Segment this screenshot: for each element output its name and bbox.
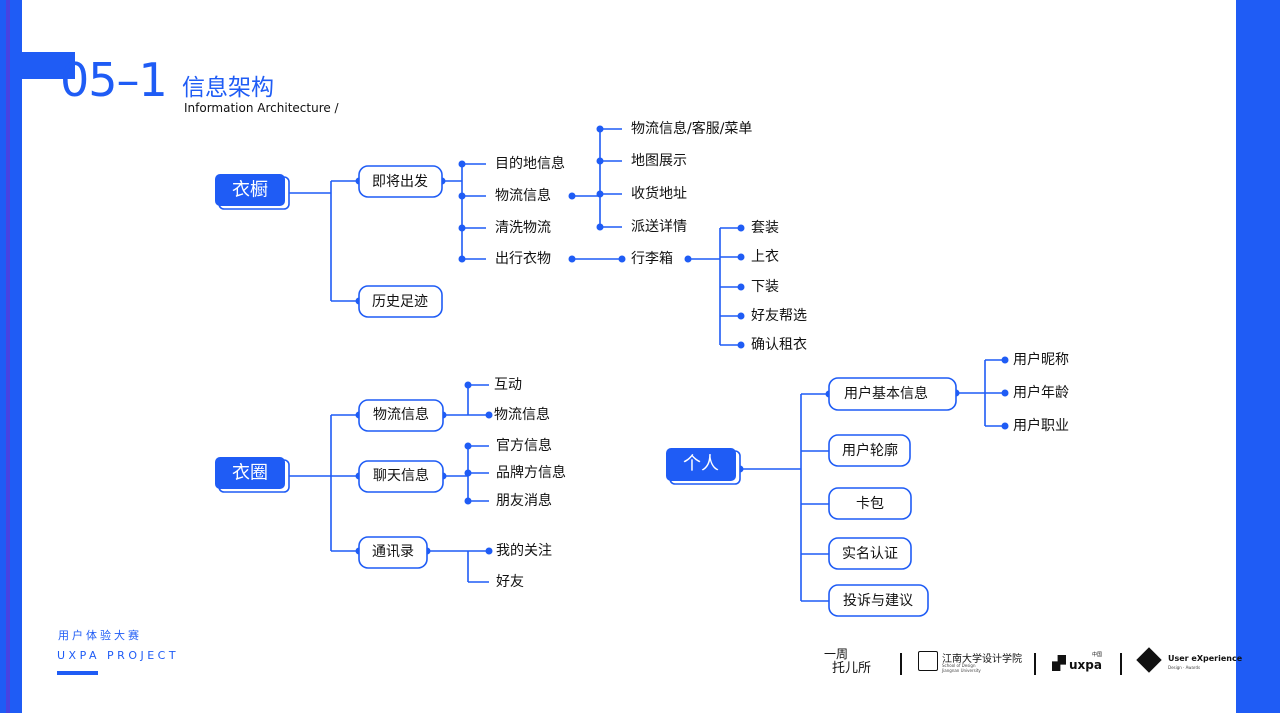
uxpa-logo-cn: 中国	[1092, 652, 1103, 658]
node-real-name[interactable]: 实名认证	[828, 537, 912, 570]
node-label: 物流信息	[373, 406, 429, 423]
leaf-logistics-service-menu[interactable]: 物流信息/客服/菜单	[631, 120, 752, 137]
leaf-destination-info[interactable]: 目的地信息	[495, 155, 565, 172]
ue-logo-sub: Design · Awards	[1168, 665, 1201, 670]
ue-diamond-icon	[1136, 647, 1162, 673]
jiangnan-logo-en1: School of Design	[942, 663, 976, 668]
root-node-circle[interactable]: 衣圈	[215, 457, 290, 493]
root-label: 衣橱	[232, 180, 268, 201]
leaf-user-occupation[interactable]: 用户职业	[1013, 417, 1069, 434]
footer-underline	[57, 671, 98, 675]
leaf-logistics-info[interactable]: 物流信息	[495, 187, 551, 204]
node-chat-info[interactable]: 聊天信息	[358, 460, 444, 493]
root-label: 衣圈	[232, 463, 268, 484]
logo-divider	[1034, 653, 1036, 675]
node-label: 用户轮廓	[842, 442, 898, 459]
leaf-brand-info[interactable]: 品牌方信息	[496, 464, 566, 481]
leaf-user-age[interactable]: 用户年龄	[1013, 384, 1069, 401]
node-circle-logistics[interactable]: 物流信息	[358, 399, 444, 432]
node-history[interactable]: 历史足迹	[358, 285, 443, 318]
logo-divider	[900, 653, 902, 675]
leaf-circle-logistics-info[interactable]: 物流信息	[494, 406, 550, 423]
jiangnan-emblem-icon	[918, 651, 938, 671]
leaf-labels: 目的地信息 物流信息 清洗物流 出行衣物 物流信息/客服/菜单 地图展示 收货地…	[494, 120, 1069, 590]
sponsor-logos: 一周 托儿所 江南大学设计学院 School of Design Jiangna…	[820, 645, 1243, 685]
node-user-basic-info[interactable]: 用户基本信息	[828, 377, 957, 411]
leaf-interaction[interactable]: 互动	[494, 377, 522, 393]
node-card-wallet[interactable]: 卡包	[828, 487, 912, 520]
yizhou-logo: 一周 托儿所	[824, 647, 882, 677]
header-accent-block	[22, 52, 75, 79]
leaf-tops[interactable]: 上衣	[751, 249, 779, 265]
yizhou-logo-bottom: 托儿所	[832, 661, 872, 676]
page-subtitle: Information Architecture /	[184, 101, 339, 115]
leaf-official-info[interactable]: 官方信息	[496, 437, 552, 454]
jiangnan-logo-en2: Jiangnan University	[942, 668, 981, 673]
leaf-bottoms[interactable]: 下装	[751, 279, 779, 295]
leaf-outfit-set[interactable]: 套装	[751, 220, 779, 236]
section-number: 05–1	[60, 53, 168, 107]
leaf-shipping-address[interactable]: 收货地址	[631, 185, 687, 202]
leaf-confirm-rental[interactable]: 确认租衣	[751, 337, 807, 353]
leaf-friends[interactable]: 好友	[496, 574, 524, 590]
jiangnan-logo-text: 江南大学设计学院	[942, 654, 1022, 665]
leaf-following[interactable]: 我的关注	[496, 543, 552, 559]
node-user-profile[interactable]: 用户轮廓	[828, 434, 911, 467]
ue-logo-title: User eXperience	[1168, 654, 1243, 663]
page-title: 信息架构	[182, 75, 274, 101]
leaf-travel-clothes[interactable]: 出行衣物	[495, 251, 551, 267]
right-edge-bar	[1236, 0, 1280, 713]
root-node-personal[interactable]: 个人	[666, 448, 741, 485]
footer-cn: 用户体验大赛	[58, 629, 142, 642]
edges	[288, 128, 1005, 602]
leaf-map-display[interactable]: 地图展示	[631, 153, 687, 169]
node-contacts[interactable]: 通讯录	[358, 536, 428, 569]
node-label: 卡包	[856, 496, 884, 512]
footer-en: UXPA PROJECT	[57, 649, 180, 662]
uxpa-mark-icon	[1052, 655, 1066, 671]
leaf-cleaning-logistics[interactable]: 清洗物流	[495, 220, 551, 236]
left-edge-bar	[0, 0, 22, 713]
root-node-wardrobe[interactable]: 衣橱	[215, 174, 290, 210]
node-upcoming-trip[interactable]: 即将出发	[358, 165, 443, 198]
leaf-friend-messages[interactable]: 朋友消息	[496, 492, 552, 509]
node-label: 用户基本信息	[844, 385, 928, 402]
node-label: 聊天信息	[373, 467, 429, 484]
uxpa-logo-text: uxpa	[1069, 658, 1102, 672]
leaf-user-nickname[interactable]: 用户昵称	[1013, 351, 1069, 368]
node-feedback[interactable]: 投诉与建议	[828, 584, 929, 617]
node-label: 实名认证	[842, 546, 898, 562]
leaf-delivery-details[interactable]: 派送详情	[631, 219, 687, 235]
root-label: 个人	[683, 454, 719, 475]
logo-divider	[1120, 653, 1122, 675]
node-label: 通讯录	[372, 544, 414, 560]
node-label: 即将出发	[372, 174, 428, 190]
yizhou-logo-top: 一周	[824, 647, 849, 661]
node-label: 历史足迹	[372, 294, 428, 310]
node-label: 投诉与建议	[843, 593, 913, 609]
leaf-friend-pick[interactable]: 好友帮选	[751, 308, 807, 324]
slide-canvas	[22, 0, 1236, 713]
leaf-suitcase[interactable]: 行李箱	[631, 251, 673, 267]
